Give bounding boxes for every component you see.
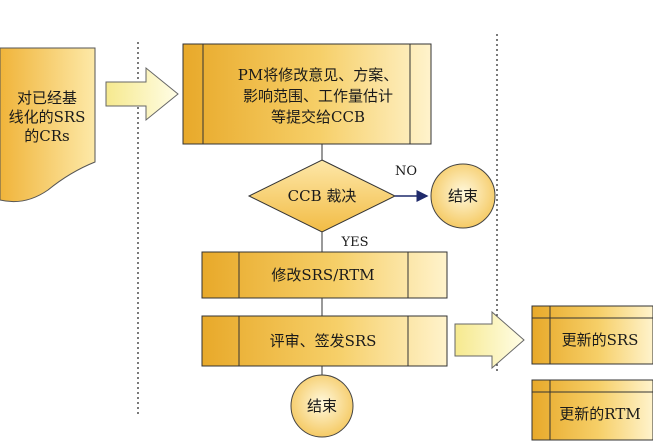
input-document-line-3: 的CRs bbox=[24, 127, 69, 145]
input-block-arrow bbox=[105, 66, 179, 122]
submit-box-line-3: 等提交给CCB bbox=[271, 108, 365, 126]
output-srs-box: 更新的SRS bbox=[531, 305, 653, 365]
submit-box-line-2: 影响范围、工作量估计 bbox=[243, 87, 393, 105]
yes-label: YES bbox=[341, 235, 369, 250]
submit-box-line-1: PM将修改意见、方案、 bbox=[238, 66, 398, 84]
decision-diamond: CCB 裁决 bbox=[247, 159, 397, 233]
submit-box: PM将修改意见、方案、 影响范围、工作量估计 等提交给CCB bbox=[182, 43, 432, 145]
review-box-label: 评审、签发SRS bbox=[270, 332, 377, 350]
no-label: NO bbox=[395, 164, 417, 179]
output-block-arrow bbox=[454, 310, 525, 370]
output-rtm-label: 更新的RTM bbox=[559, 405, 640, 423]
input-document-line-1: 对已经基 bbox=[17, 89, 77, 107]
decision-label: CCB 裁决 bbox=[288, 187, 357, 205]
modify-box-label: 修改SRS/RTM bbox=[271, 266, 374, 284]
input-document: 对已经基 线化的SRS 的CRs bbox=[0, 47, 96, 203]
end-circle-final: 结束 bbox=[290, 374, 354, 438]
output-srs-label: 更新的SRS bbox=[562, 331, 639, 349]
modify-box: 修改SRS/RTM bbox=[201, 251, 448, 299]
review-box: 评审、签发SRS bbox=[201, 315, 448, 367]
output-rtm-box: 更新的RTM bbox=[531, 379, 653, 441]
end-circle-no: 结束 bbox=[430, 163, 496, 229]
end-final-label: 结束 bbox=[307, 397, 337, 415]
end-no-label: 结束 bbox=[448, 187, 478, 205]
input-document-line-2: 线化的SRS bbox=[9, 108, 86, 126]
